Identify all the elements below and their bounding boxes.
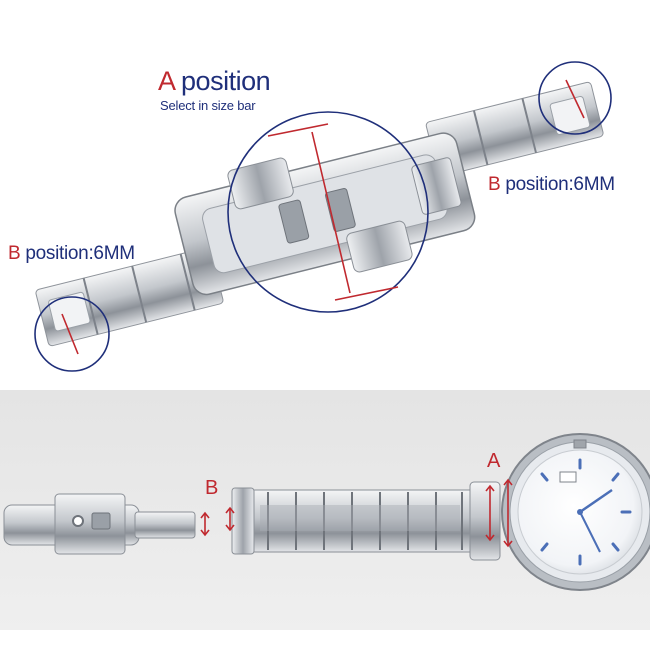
a-position-callout-circle bbox=[227, 111, 429, 313]
marker-b-label: B bbox=[205, 477, 219, 499]
measurement-lines-top bbox=[61, 79, 585, 355]
a-position-letter: A bbox=[158, 66, 175, 96]
b-position-left-text: position:6MM bbox=[20, 243, 135, 264]
watch-head bbox=[501, 433, 650, 591]
measurement-lines-bottom bbox=[200, 478, 513, 548]
b-position-right-callout-circle bbox=[538, 61, 612, 135]
left-strap-links bbox=[35, 247, 224, 347]
marker-a-label: A bbox=[487, 450, 501, 472]
closed-clasp-piece bbox=[3, 493, 196, 555]
right-strap-links bbox=[425, 81, 604, 177]
a-position-label: A position bbox=[158, 66, 271, 96]
b-position-right-letter: B bbox=[488, 174, 501, 195]
open-clasp-group bbox=[35, 81, 604, 347]
a-position-subtitle: Select in size bar bbox=[160, 98, 256, 113]
b-position-right-label: B position:6MM bbox=[488, 175, 615, 194]
b-position-right-text: position:6MM bbox=[500, 174, 615, 195]
b-position-left-letter: B bbox=[8, 243, 21, 264]
clasp-body bbox=[174, 132, 476, 296]
bracelet-links bbox=[231, 481, 501, 561]
b-position-left-label: B position:6MM bbox=[8, 244, 135, 263]
a-position-text: position bbox=[174, 66, 271, 96]
b-position-left-callout-circle bbox=[34, 296, 110, 372]
